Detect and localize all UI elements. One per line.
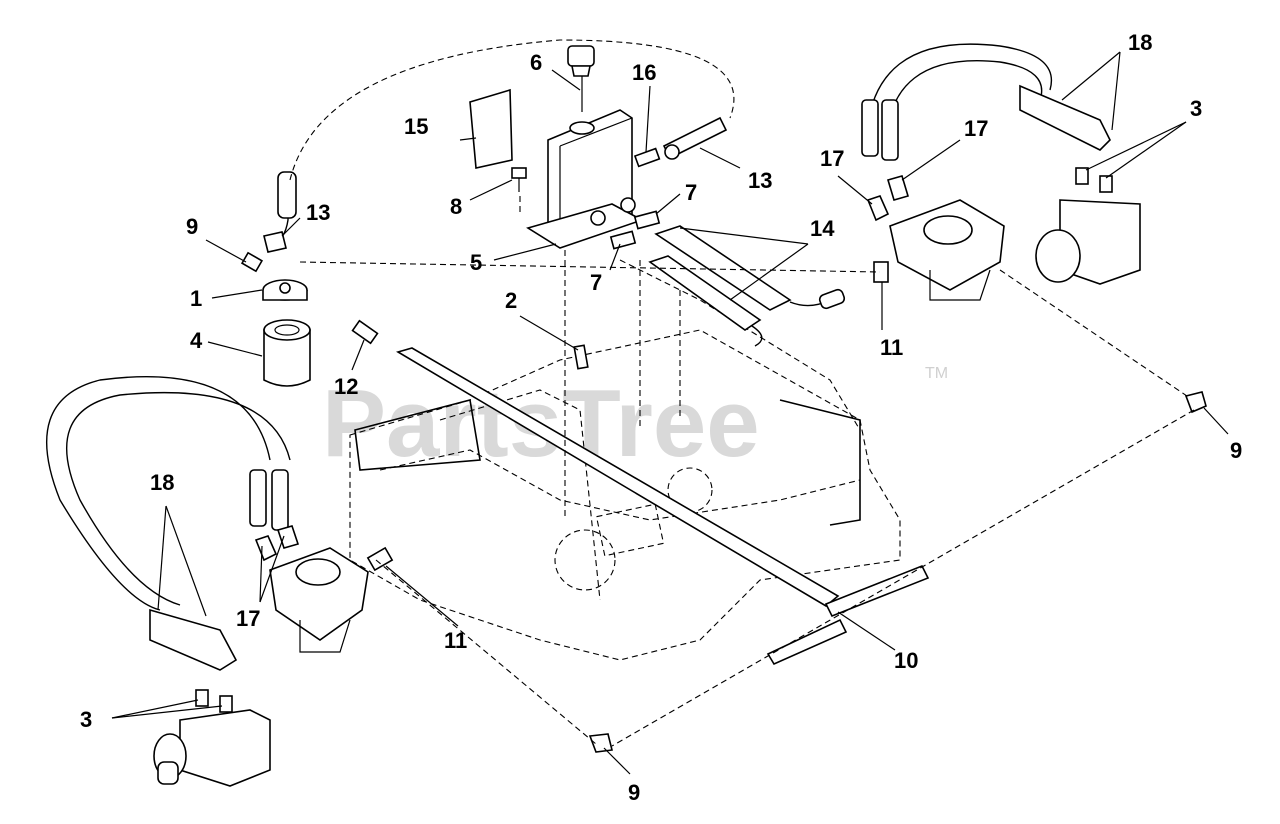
fitting-3-right[interactable] [1075, 167, 1113, 193]
hose-loop-top [289, 39, 735, 181]
callout-13-left[interactable]: 13 [306, 200, 330, 225]
fitting-8-bolt[interactable] [511, 167, 527, 192]
wheel-motor-right[interactable] [1035, 199, 1141, 285]
dashed-guides [299, 196, 1195, 747]
callout-labels: 1 2 3 3 4 5 6 7 7 8 9 9 9 10 11 11 12 13… [80, 30, 1242, 805]
callout-14[interactable]: 14 [810, 216, 835, 241]
fitting-16[interactable] [633, 147, 661, 168]
callout-17-right-b[interactable]: 17 [964, 116, 988, 141]
callout-3-right[interactable]: 3 [1190, 96, 1202, 121]
watermark-trademark: TM [925, 365, 948, 382]
chassis-frame [349, 259, 901, 661]
fitting-11-right[interactable] [873, 261, 889, 283]
tank-cap[interactable] [567, 45, 595, 112]
callout-13-right[interactable]: 13 [748, 168, 772, 193]
callout-15[interactable]: 15 [404, 114, 428, 139]
decal [469, 88, 513, 169]
callout-11-right[interactable]: 11 [880, 335, 903, 360]
filter-head[interactable] [262, 279, 308, 301]
hose-13-right[interactable] [662, 116, 728, 160]
pump-right[interactable] [889, 199, 1005, 301]
leader-lines [111, 51, 1229, 775]
callout-11-left[interactable]: 11 [444, 628, 467, 653]
hydraulic-tank[interactable] [526, 109, 645, 249]
fitting-9-bottom[interactable] [588, 733, 613, 753]
fitting-9-top[interactable] [240, 251, 264, 273]
hose-13-left[interactable] [263, 171, 297, 253]
callout-9-right[interactable]: 9 [1230, 438, 1242, 463]
fitting-3-left[interactable] [195, 689, 233, 713]
hose-14-lower[interactable] [648, 255, 763, 347]
callout-3-left[interactable]: 3 [80, 707, 92, 732]
callout-10[interactable]: 10 [894, 648, 918, 673]
wheel-motor-left[interactable] [153, 709, 271, 787]
fitting-12[interactable] [351, 319, 379, 345]
fitting-9-right[interactable] [1184, 391, 1207, 414]
callout-8[interactable]: 8 [450, 194, 462, 219]
bolt-2[interactable] [573, 344, 589, 370]
oil-filter[interactable] [263, 319, 311, 387]
hose-14-upper[interactable] [654, 225, 846, 311]
callout-9-top[interactable]: 9 [186, 214, 198, 239]
callout-7-upper[interactable]: 7 [685, 180, 697, 205]
callout-17-left[interactable]: 17 [236, 606, 260, 631]
callout-2[interactable]: 2 [505, 288, 517, 313]
callout-7-lower[interactable]: 7 [590, 270, 602, 295]
hose-18-right[interactable] [861, 43, 1111, 161]
callout-6[interactable]: 6 [530, 50, 542, 75]
callout-9-bottom[interactable]: 9 [628, 780, 640, 805]
callout-17-right-a[interactable]: 17 [820, 146, 844, 171]
callout-12[interactable]: 12 [334, 374, 358, 399]
callout-18-right[interactable]: 18 [1128, 30, 1152, 55]
callout-4[interactable]: 4 [190, 328, 203, 353]
fitting-17-right[interactable] [866, 175, 909, 222]
hose-10[interactable] [395, 347, 930, 666]
pump-left[interactable] [269, 547, 369, 653]
callout-1[interactable]: 1 [190, 286, 202, 311]
callout-5[interactable]: 5 [470, 250, 482, 275]
fitting-7-lower[interactable] [609, 230, 637, 250]
fitting-7-upper[interactable] [633, 210, 661, 230]
fitting-11-left[interactable] [366, 546, 394, 572]
hose-18-left[interactable] [46, 376, 291, 671]
callout-18-left[interactable]: 18 [150, 470, 174, 495]
callout-16[interactable]: 16 [632, 60, 656, 85]
